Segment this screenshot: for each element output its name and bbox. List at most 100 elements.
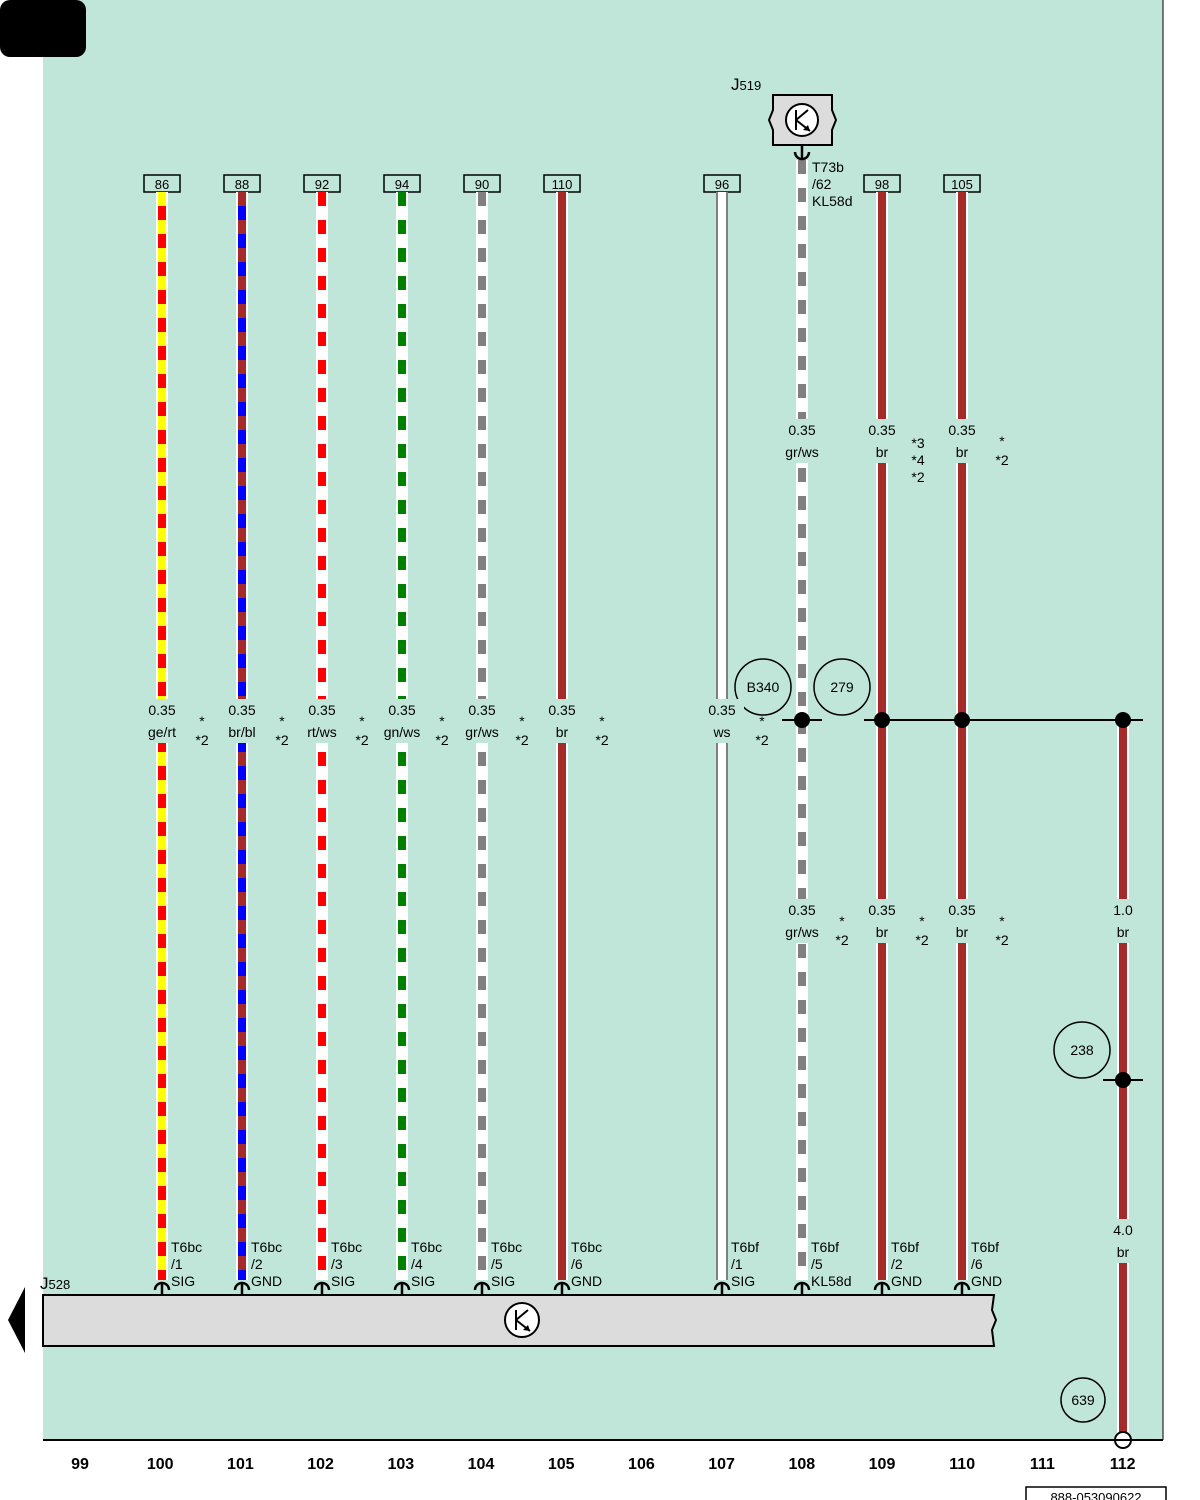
svg-text:0.35: 0.35	[228, 702, 255, 718]
page-continuation-arrow	[8, 1287, 25, 1353]
wire-label-103: 0.35 gn/ws * *2	[380, 699, 449, 748]
svg-text:br: br	[956, 924, 969, 940]
svg-text:GND: GND	[891, 1273, 922, 1289]
svg-text:*2: *2	[515, 732, 528, 748]
wire-label-104: 0.35 gr/ws * *2	[460, 699, 529, 748]
doc-number-box: 888-053090622	[1025, 1486, 1167, 1500]
svg-text:br: br	[876, 924, 889, 940]
svg-text:0.35: 0.35	[948, 902, 975, 918]
svg-text:/5: /5	[811, 1256, 823, 1272]
wire-label-108-upper: 0.35 gr/ws	[780, 419, 824, 463]
scale-number: 106	[628, 1456, 655, 1473]
wire-label-109-upper: 0.35 br *3 *4 *2	[860, 419, 925, 485]
svg-text:SIG: SIG	[491, 1273, 515, 1289]
svg-text:/6: /6	[971, 1256, 983, 1272]
svg-text:T6bf: T6bf	[731, 1239, 759, 1255]
svg-text:*: *	[919, 913, 925, 929]
top-ref-92: 92	[303, 174, 341, 193]
wire-label-101: 0.35 br/bl * *2	[220, 699, 289, 748]
svg-text:gr/ws: gr/ws	[785, 924, 818, 940]
svg-text:0.35: 0.35	[868, 902, 895, 918]
svg-text:T6bf: T6bf	[811, 1239, 839, 1255]
svg-text:*2: *2	[355, 732, 368, 748]
svg-text:gr/ws: gr/ws	[465, 724, 498, 740]
j528-component: J528	[40, 1274, 998, 1347]
svg-text:GND: GND	[971, 1273, 1002, 1289]
top-ref-88-label: 88	[235, 177, 249, 192]
top-ref-92-label: 92	[315, 177, 329, 192]
svg-text:*2: *2	[995, 932, 1008, 948]
svg-text:br: br	[876, 444, 889, 460]
svg-text:br: br	[956, 444, 969, 460]
connector-639-label: 639	[1071, 1392, 1095, 1408]
scale-number: 107	[708, 1456, 735, 1473]
wire-110	[956, 192, 968, 1280]
wire108-top-pin-label: T73b /62 KL58d	[812, 159, 852, 209]
svg-text:T6bc: T6bc	[491, 1239, 522, 1255]
svg-text:ws: ws	[712, 724, 730, 740]
svg-text:SIG: SIG	[171, 1273, 195, 1289]
j519-control-unit-icon	[785, 103, 819, 137]
svg-text:T6bc: T6bc	[331, 1239, 362, 1255]
page-tab-marker	[0, 0, 86, 57]
scale-number: 111	[1030, 1456, 1055, 1473]
svg-text:*: *	[599, 713, 605, 729]
scale-number: 103	[387, 1456, 414, 1473]
splice-point-110	[954, 712, 970, 728]
svg-text:J519: J519	[731, 75, 761, 94]
wire-label-108-lower: 0.35 gr/ws * *2	[780, 899, 849, 948]
connector-b340: B340	[734, 658, 792, 716]
svg-text:br: br	[1117, 924, 1130, 940]
connector-238-label: 238	[1070, 1042, 1094, 1058]
wire-109	[876, 192, 888, 1280]
svg-text:SIG: SIG	[411, 1273, 435, 1289]
pin-terminal	[873, 1281, 891, 1295]
j528-control-unit-icon	[504, 1302, 540, 1338]
svg-text:T6bc: T6bc	[171, 1239, 202, 1255]
svg-text:*2: *2	[835, 932, 848, 948]
j519-pin-terminal	[793, 146, 811, 161]
svg-text:0.35: 0.35	[868, 422, 895, 438]
wire-label-102: 0.35 rt/ws * *2	[300, 699, 369, 748]
svg-text:ge/rt: ge/rt	[148, 724, 176, 740]
svg-text:0.35: 0.35	[308, 702, 335, 718]
svg-text:0.35: 0.35	[388, 702, 415, 718]
pin-terminal	[553, 1281, 571, 1295]
scale-number: 108	[788, 1456, 815, 1473]
pin-terminal	[313, 1281, 331, 1295]
svg-text:/5: /5	[491, 1256, 503, 1272]
terminal-layer	[153, 146, 971, 1295]
svg-text:*3: *3	[911, 435, 924, 451]
doc-number: 888-053090622	[1050, 1490, 1141, 1500]
svg-text:rt/ws: rt/ws	[307, 724, 337, 740]
wire-label-110-lower: 0.35 br * *2	[940, 899, 1009, 948]
pin-terminal	[473, 1281, 491, 1295]
top-ref-96-label: 96	[715, 177, 729, 192]
svg-text:/4: /4	[411, 1256, 423, 1272]
svg-text:/2: /2	[891, 1256, 903, 1272]
scale-number: 101	[227, 1456, 254, 1473]
svg-text:*2: *2	[275, 732, 288, 748]
svg-text:*2: *2	[595, 732, 608, 748]
svg-text:0.35: 0.35	[788, 422, 815, 438]
svg-text:*4: *4	[911, 452, 924, 468]
svg-text:4.0: 4.0	[1113, 1222, 1133, 1238]
svg-text:*: *	[439, 713, 445, 729]
top-ref-90-label: 90	[475, 177, 489, 192]
svg-text:GND: GND	[571, 1273, 602, 1289]
svg-text:gr/ws: gr/ws	[785, 444, 818, 460]
svg-text:T6bf: T6bf	[971, 1239, 999, 1255]
scale-number: 110	[949, 1456, 975, 1473]
splice-point-109	[874, 712, 890, 728]
connector-279: 279	[813, 658, 871, 716]
svg-text:*: *	[999, 433, 1005, 449]
svg-text:J528: J528	[40, 1274, 70, 1293]
